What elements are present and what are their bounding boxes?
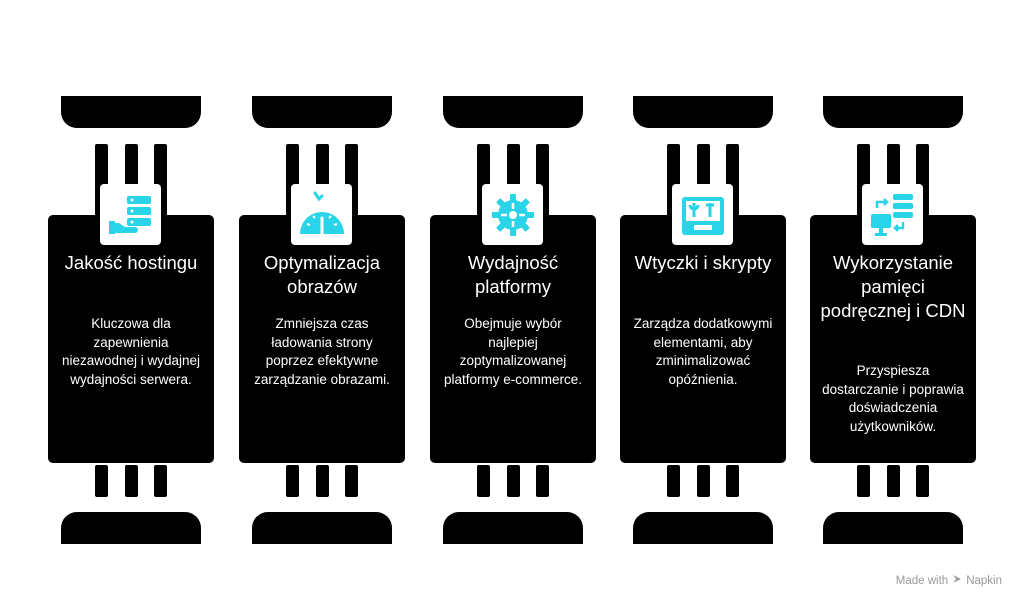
connector-bar — [916, 465, 929, 497]
column-top-cap — [823, 96, 963, 128]
card-title: Wykorzystanie pamięci podręcznej i CDN — [820, 252, 966, 321]
connector-bar — [345, 465, 358, 497]
cdn-network-icon — [862, 184, 923, 245]
connector-bar — [95, 465, 108, 497]
connector-bar — [697, 465, 710, 497]
hosting-server-icon — [100, 184, 161, 245]
card-platform — [430, 215, 596, 463]
card-title: Optymalizacja obrazów — [263, 252, 381, 297]
footer-made-with: Made with — [895, 574, 949, 587]
card-title: Jakość hostingu — [64, 252, 198, 273]
card-title: Wydajność platformy — [467, 252, 559, 297]
connector-bar — [316, 465, 329, 497]
column-bottom-cap — [443, 512, 583, 544]
column-bottom-cap — [633, 512, 773, 544]
footer-brand: Napkin — [966, 574, 1002, 587]
toolbox-icon — [672, 184, 733, 245]
connector-bar — [887, 465, 900, 497]
card-title: Wtyczki i skrypty — [634, 252, 772, 273]
column-bottom-cap — [252, 512, 392, 544]
napkin-logo-icon — [952, 574, 962, 587]
column-bottom-cap — [823, 512, 963, 544]
card-images — [239, 215, 405, 463]
card-description: Kluczowa dla zapewnienia niezawodnej i w… — [61, 316, 201, 387]
column-top-cap — [443, 96, 583, 128]
column-top-cap — [633, 96, 773, 128]
card-description: Zarządza dodatkowymi elementami, aby zmi… — [633, 316, 773, 387]
column-top-cap — [61, 96, 201, 128]
connector-bar — [507, 465, 520, 497]
card-plugins — [620, 215, 786, 463]
column-bottom-cap — [61, 512, 201, 544]
card-description: Zmniejsza czas ładowania strony poprzez … — [254, 316, 390, 387]
column-top-cap — [252, 96, 392, 128]
column-hosting: Jakość hostingu Kluczowa dla zapewnienia… — [48, 0, 214, 607]
connector-bar — [667, 465, 680, 497]
connector-bar — [726, 465, 739, 497]
card-description: Obejmuje wybór najlepiej zoptymalizowane… — [443, 316, 583, 387]
card-description: Przyspiesza dostarczanie i poprawia dośw… — [822, 363, 964, 434]
column-platform: Wydajność platformy Obejmuje wybór najle… — [430, 0, 596, 607]
gear-icon — [482, 184, 543, 245]
connector-bar — [857, 465, 870, 497]
speedometer-icon — [291, 184, 352, 245]
column-plugins: Wtyczki i skrypty Zarządza dodatkowymi e… — [620, 0, 786, 607]
connector-bar — [536, 465, 549, 497]
column-cdn: Wykorzystanie pamięci podręcznej i CDN P… — [810, 0, 976, 607]
connector-bar — [477, 465, 490, 497]
connector-bar — [154, 465, 167, 497]
connector-bar — [125, 465, 138, 497]
footer-attribution[interactable]: Made with Napkin — [896, 574, 1002, 587]
column-images: Optymalizacja obrazów Zmniejsza czas ład… — [239, 0, 405, 607]
card-cdn — [810, 215, 976, 463]
card-hosting — [48, 215, 214, 463]
connector-bar — [286, 465, 299, 497]
